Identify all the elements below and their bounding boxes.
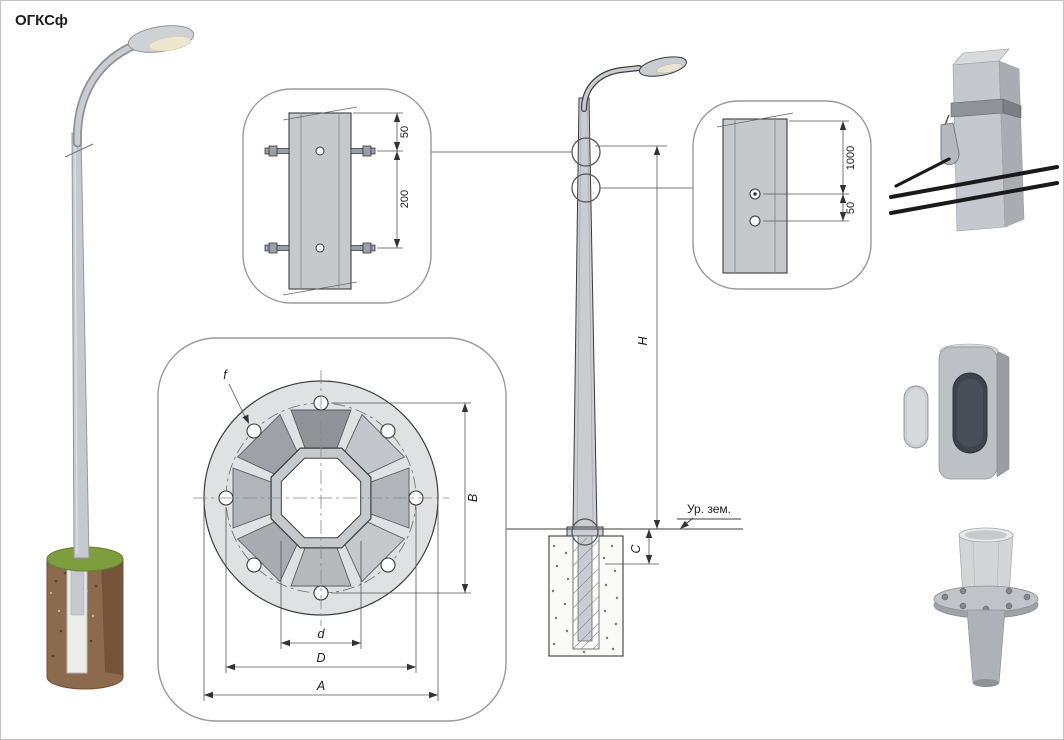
cables [889, 157, 1059, 215]
elevation-lamp-arm [581, 65, 642, 112]
wedge-clamp [940, 122, 960, 166]
pole-3d-render [46, 25, 195, 690]
dim-lines-right-detail [763, 120, 849, 222]
dim-H: H [595, 145, 667, 529]
dim-1000-label: 1000 [845, 146, 857, 170]
product-code-title: ОГКСф [15, 12, 68, 29]
dim-lines-top-detail [353, 112, 403, 249]
flange-detail: f B d D [157, 337, 507, 722]
mounting-bolts [264, 145, 376, 254]
dim-C-label: C [629, 544, 643, 554]
lamp-head-3d [127, 25, 195, 53]
anchor-bolts [941, 587, 1031, 613]
ground-level-text: Ур. зем. [687, 502, 731, 516]
pole-shaft-3d [71, 132, 90, 559]
render-access-door [903, 343, 1010, 480]
detail-marker-flange [571, 518, 599, 546]
dim-A: A [203, 501, 439, 701]
render-flange-base [933, 527, 1039, 687]
dim-f-label: f [223, 368, 228, 382]
dim-200-label: 200 [399, 190, 411, 208]
dim-B: B [331, 402, 480, 594]
dim-A-label: A [316, 679, 325, 693]
dim-d-label: d [318, 627, 326, 641]
dim-H-label: H [636, 336, 650, 346]
dim-C: C [605, 529, 659, 565]
ground-level-label: Ур. зем. [677, 502, 741, 532]
dim-B-label: B [466, 494, 480, 502]
elevation-lamp-head [638, 56, 687, 77]
detail-top-connection: 50 200 [242, 88, 432, 304]
dim-50-label: 50 [399, 126, 411, 138]
base-lower-tube [966, 609, 1006, 684]
pole-section [288, 112, 352, 290]
dim-D: D [225, 507, 417, 673]
dim-50b-label: 50 [845, 202, 857, 214]
foundation-hatch [572, 537, 600, 650]
concrete-speckles [551, 544, 619, 654]
dim-f: f [223, 368, 252, 426]
dim-d: d [280, 541, 362, 649]
detail-cable-holes: 1000 50 [692, 100, 872, 290]
flange-bolt-holes [218, 395, 424, 601]
render-cable-clamp [889, 48, 1059, 232]
dim-Dbig-label: D [316, 651, 325, 665]
pole-elevation: H C Ур. зем. [431, 56, 743, 657]
